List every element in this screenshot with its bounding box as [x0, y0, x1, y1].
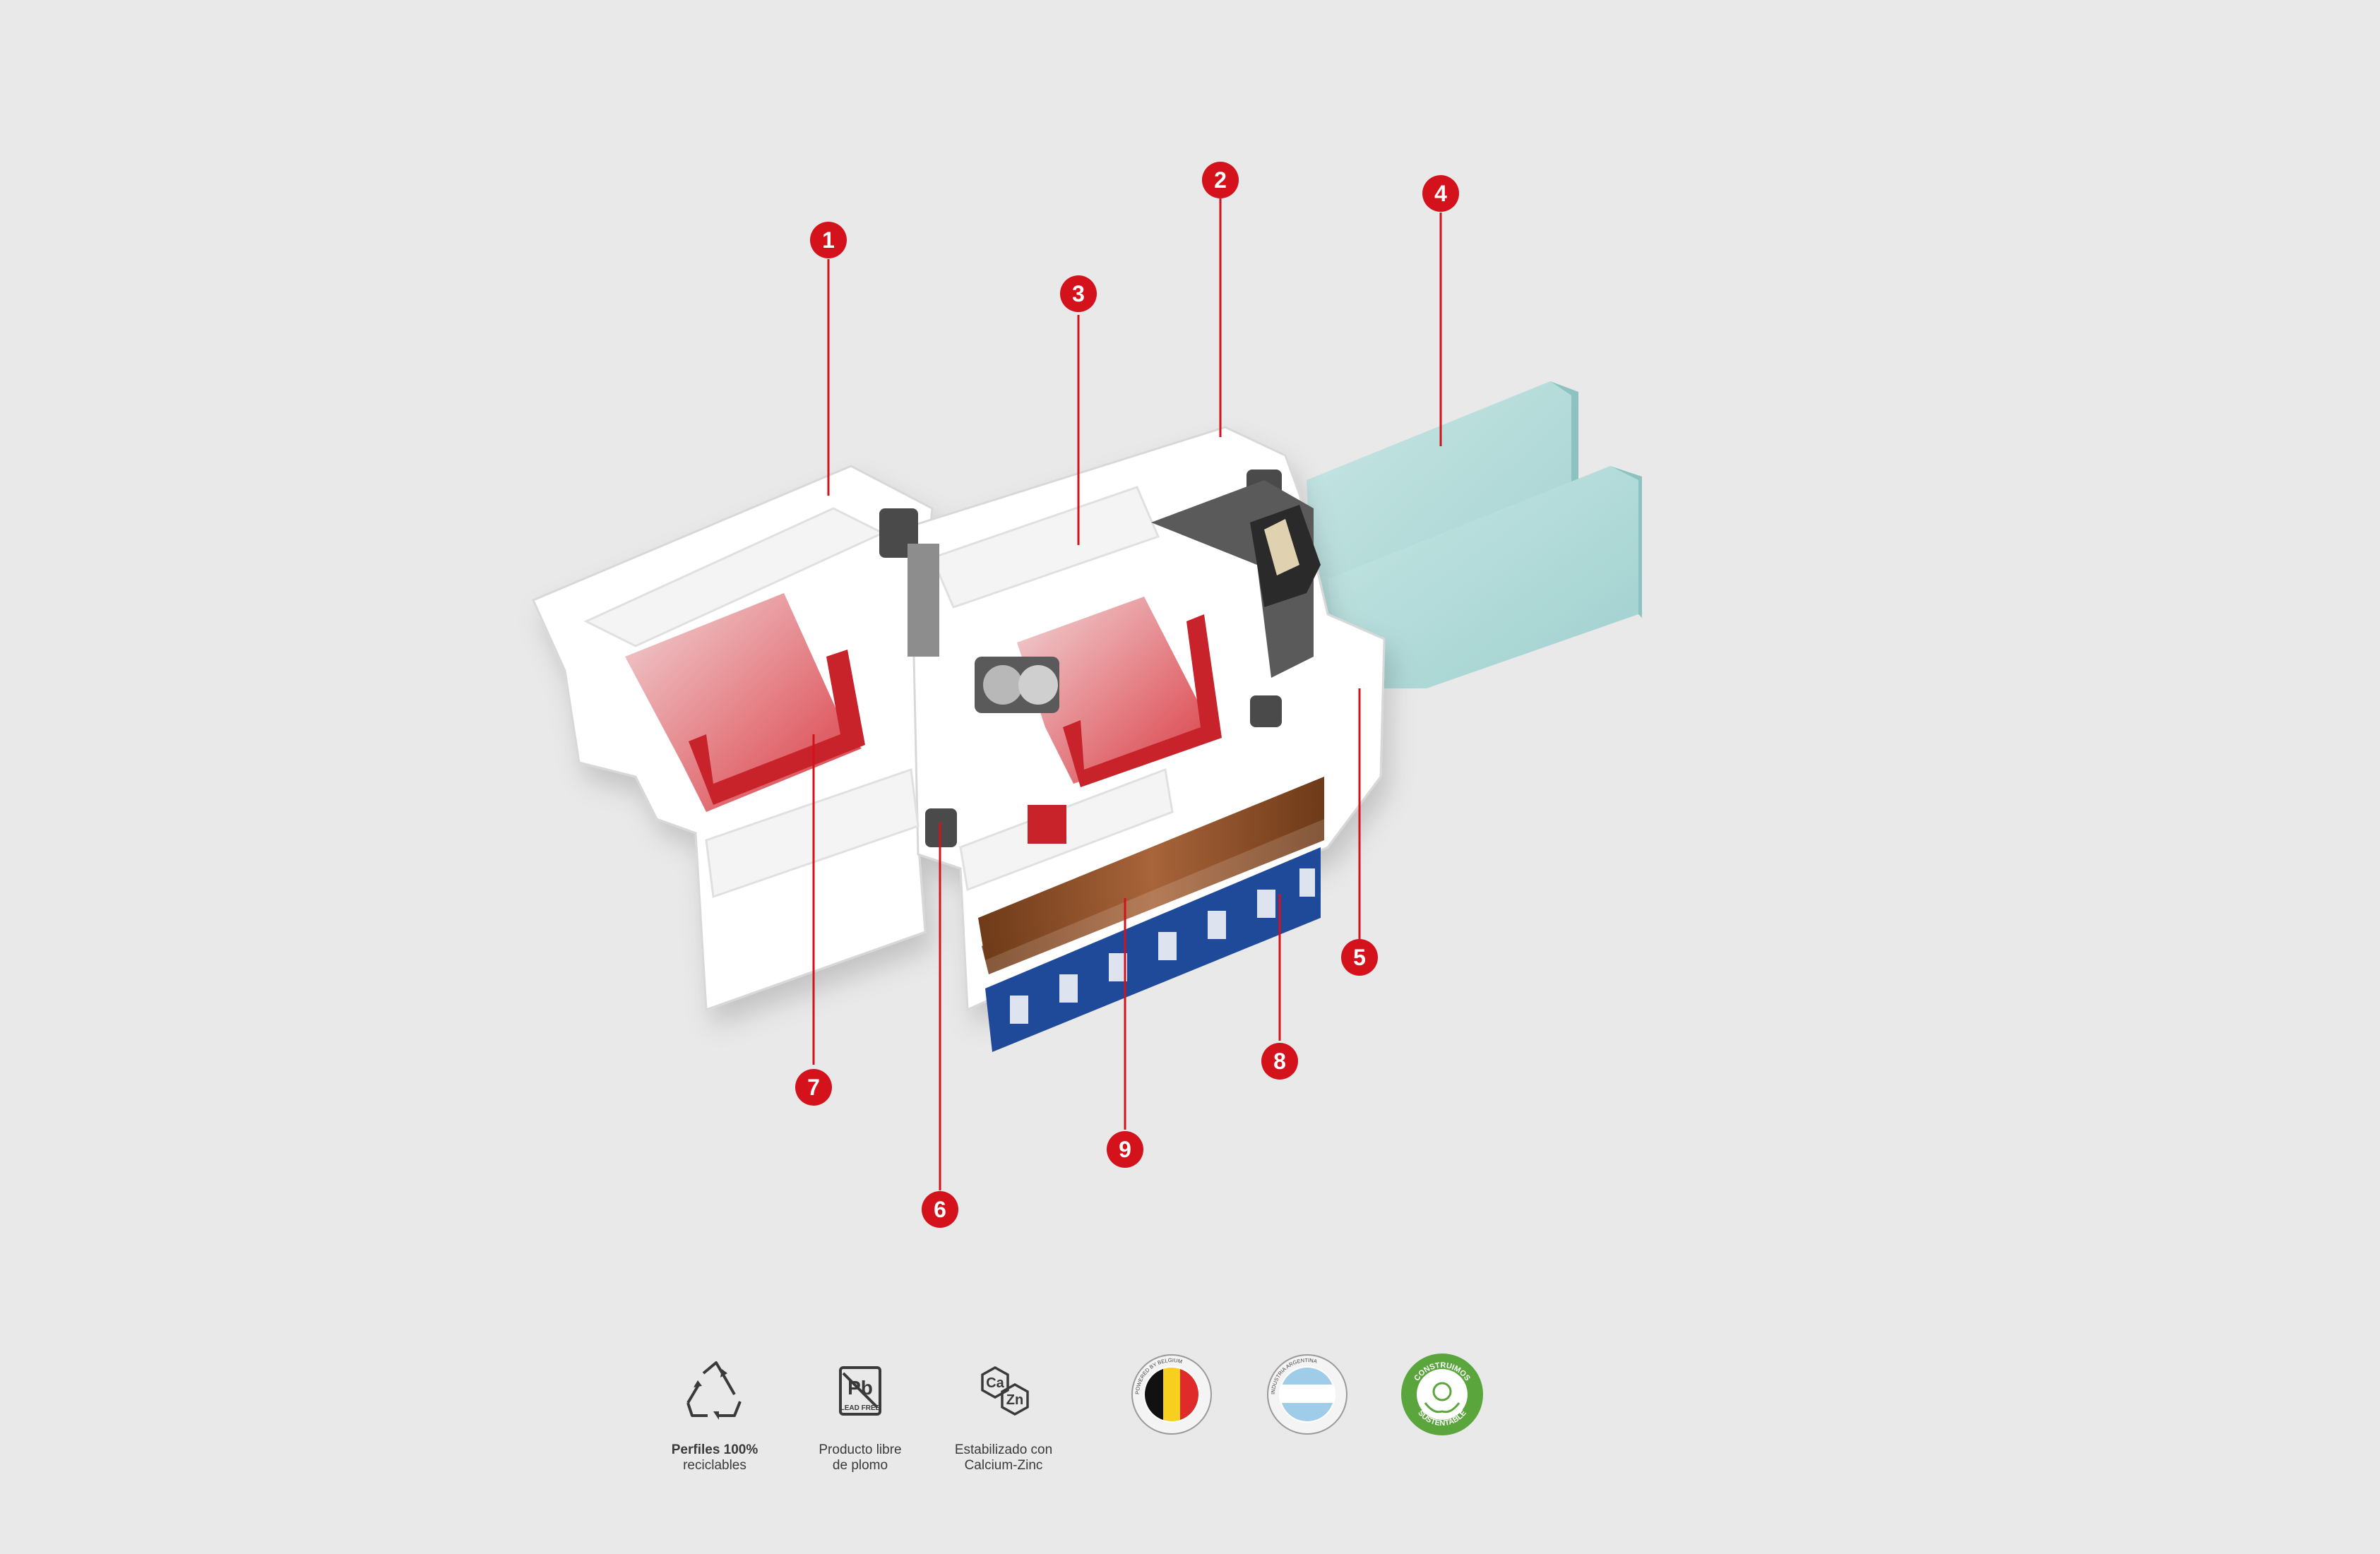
hardware-roller — [975, 657, 1059, 713]
sash-steel-reinforcement — [1063, 614, 1222, 787]
svg-text:5: 5 — [1353, 945, 1366, 970]
calcium-zinc-icon: Ca Zn — [981, 1365, 1029, 1416]
film-pattern — [1010, 868, 1315, 1024]
svg-text:3: 3 — [1072, 281, 1085, 306]
small-red-insert — [1028, 805, 1066, 844]
callout-9[interactable]: 9 — [1107, 1131, 1143, 1168]
sash-chamber-top — [930, 486, 1160, 609]
spacer-warm-edge — [1264, 519, 1299, 575]
lamination — [978, 777, 1324, 1052]
callout-3[interactable]: 3 — [1060, 275, 1097, 312]
callout-4[interactable]: 4 — [1422, 175, 1459, 212]
recycle-icon — [686, 1361, 742, 1420]
pvc-profile — [532, 426, 1386, 1012]
svg-text:4: 4 — [1434, 181, 1447, 206]
svg-text:6: 6 — [934, 1197, 946, 1222]
callout-8[interactable]: 8 — [1261, 1043, 1298, 1080]
svg-text:8: 8 — [1273, 1048, 1286, 1074]
callout-markers: 1 2 3 4 5 6 7 8 9 — [795, 162, 1459, 1228]
gasket-lower-sash — [1250, 695, 1282, 727]
frame-steel-reinforcement — [689, 650, 865, 805]
badge-belgium: POWERED BY BELGIUM — [1097, 1352, 1246, 1437]
callout-6[interactable]: 6 — [922, 1191, 958, 1228]
svg-text:Zn: Zn — [1006, 1392, 1023, 1408]
badge-sustainable: CONSTRUIMOS SUSTENTABLE — [1368, 1352, 1516, 1437]
callout-2[interactable]: 2 — [1202, 162, 1239, 198]
badge-recycle: Perfiles 100%reciclables — [641, 1352, 789, 1474]
svg-text:Ca: Ca — [986, 1375, 1004, 1391]
glass-pane-front — [1328, 466, 1638, 688]
svg-text:2: 2 — [1214, 167, 1227, 193]
badge-argentina: INDUSTRIA ARGENTINA — [1233, 1352, 1381, 1437]
sustainable-seal-icon: CONSTRUIMOS SUSTENTABLE — [1401, 1353, 1483, 1435]
svg-text:7: 7 — [807, 1075, 820, 1100]
argentina-seal-icon: INDUSTRIA ARGENTINA — [1267, 1354, 1347, 1435]
svg-text:LEAD FREE: LEAD FREE — [840, 1404, 881, 1412]
belgium-seal-icon: POWERED BY BELGIUM — [1131, 1354, 1212, 1435]
callout-5[interactable]: 5 — [1341, 939, 1378, 976]
lead-free-icon: Pb LEAD FREE — [839, 1366, 881, 1416]
wood-foil-2 — [982, 812, 1324, 974]
callout-lines — [812, 198, 1442, 1190]
glass-panes — [1307, 381, 1642, 688]
callout-1[interactable]: 1 — [810, 222, 847, 258]
svg-text:1: 1 — [822, 227, 835, 253]
callout-7[interactable]: 7 — [795, 1069, 832, 1106]
gasket-middle — [908, 544, 939, 657]
frame-chamber-bottom — [705, 767, 920, 899]
glass-pane-front-edge — [1610, 466, 1642, 618]
svg-text:9: 9 — [1119, 1137, 1131, 1162]
